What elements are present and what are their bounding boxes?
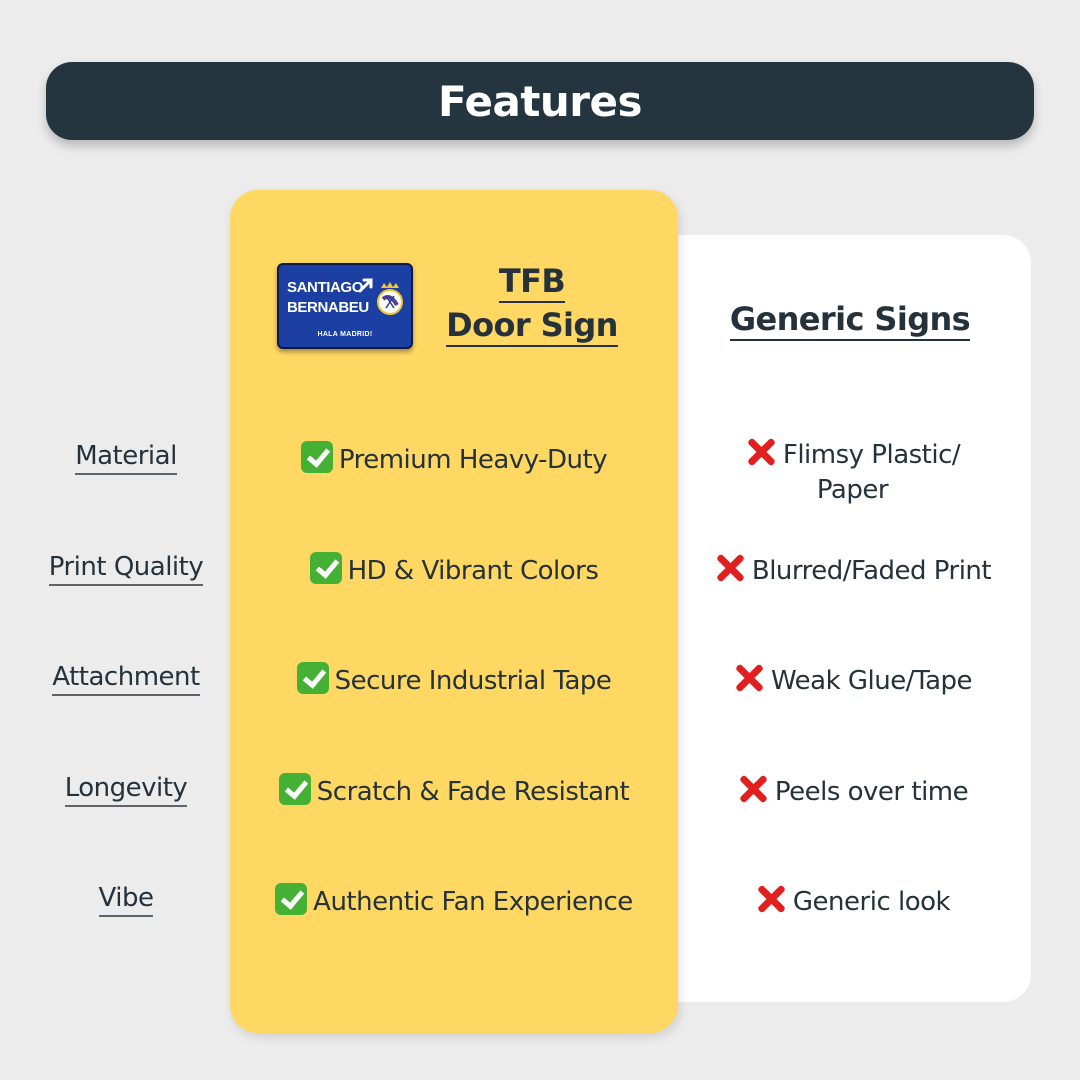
sign-subline: HALA MADRID!	[317, 331, 373, 338]
generic-column-title: Generic Signs	[700, 297, 1000, 341]
cross-icon	[714, 552, 746, 584]
tfb-column-title: TFB Door Sign	[440, 259, 624, 347]
generic-cell-print-quality: Blurred/Faded Print	[680, 552, 1025, 589]
crest-icon	[377, 282, 403, 315]
cross-icon	[733, 662, 765, 694]
tfb-cell-material: Premium Heavy-Duty	[234, 441, 674, 475]
tfb-title-line1: TFB	[498, 261, 566, 303]
features-header: Features	[46, 62, 1034, 140]
tfb-cell-vibe: Authentic Fan Experience	[234, 883, 674, 917]
product-sign-image: SANTIAGO BERNABEU HALA MADRID!	[277, 263, 413, 349]
check-icon	[309, 552, 342, 584]
cross-icon	[745, 436, 777, 468]
generic-cell-material: Flimsy Plastic/ Paper	[680, 436, 1025, 508]
tfb-cell-print-quality: HD & Vibrant Colors	[234, 552, 674, 586]
generic-title-text: Generic Signs	[729, 299, 971, 341]
row-label-attachment: Attachment	[20, 662, 232, 696]
tfb-cell-longevity: Scratch & Fade Resistant	[234, 773, 674, 807]
arrow-up-right-icon	[358, 278, 373, 293]
generic-column-panel	[646, 235, 1031, 1002]
header-title: Features	[438, 76, 643, 126]
row-label-vibe: Vibe	[20, 883, 232, 917]
sign-line2: BERNABEU	[287, 299, 369, 316]
generic-cell-vibe: Generic look	[680, 883, 1025, 920]
check-icon	[300, 441, 333, 473]
cross-icon	[737, 773, 769, 805]
check-icon	[296, 662, 329, 694]
generic-cell-longevity: Peels over time	[680, 773, 1025, 810]
row-label-material: Material	[20, 441, 232, 475]
tfb-cell-attachment: Secure Industrial Tape	[234, 662, 674, 696]
cross-icon	[755, 883, 787, 915]
check-icon	[275, 883, 308, 915]
check-icon	[278, 773, 311, 805]
generic-cell-attachment: Weak Glue/Tape	[680, 662, 1025, 699]
tfb-title-line2: Door Sign	[446, 305, 618, 347]
sign-line1: SANTIAGO	[287, 279, 363, 296]
row-label-print-quality: Print Quality	[20, 552, 232, 586]
row-label-longevity: Longevity	[20, 773, 232, 807]
